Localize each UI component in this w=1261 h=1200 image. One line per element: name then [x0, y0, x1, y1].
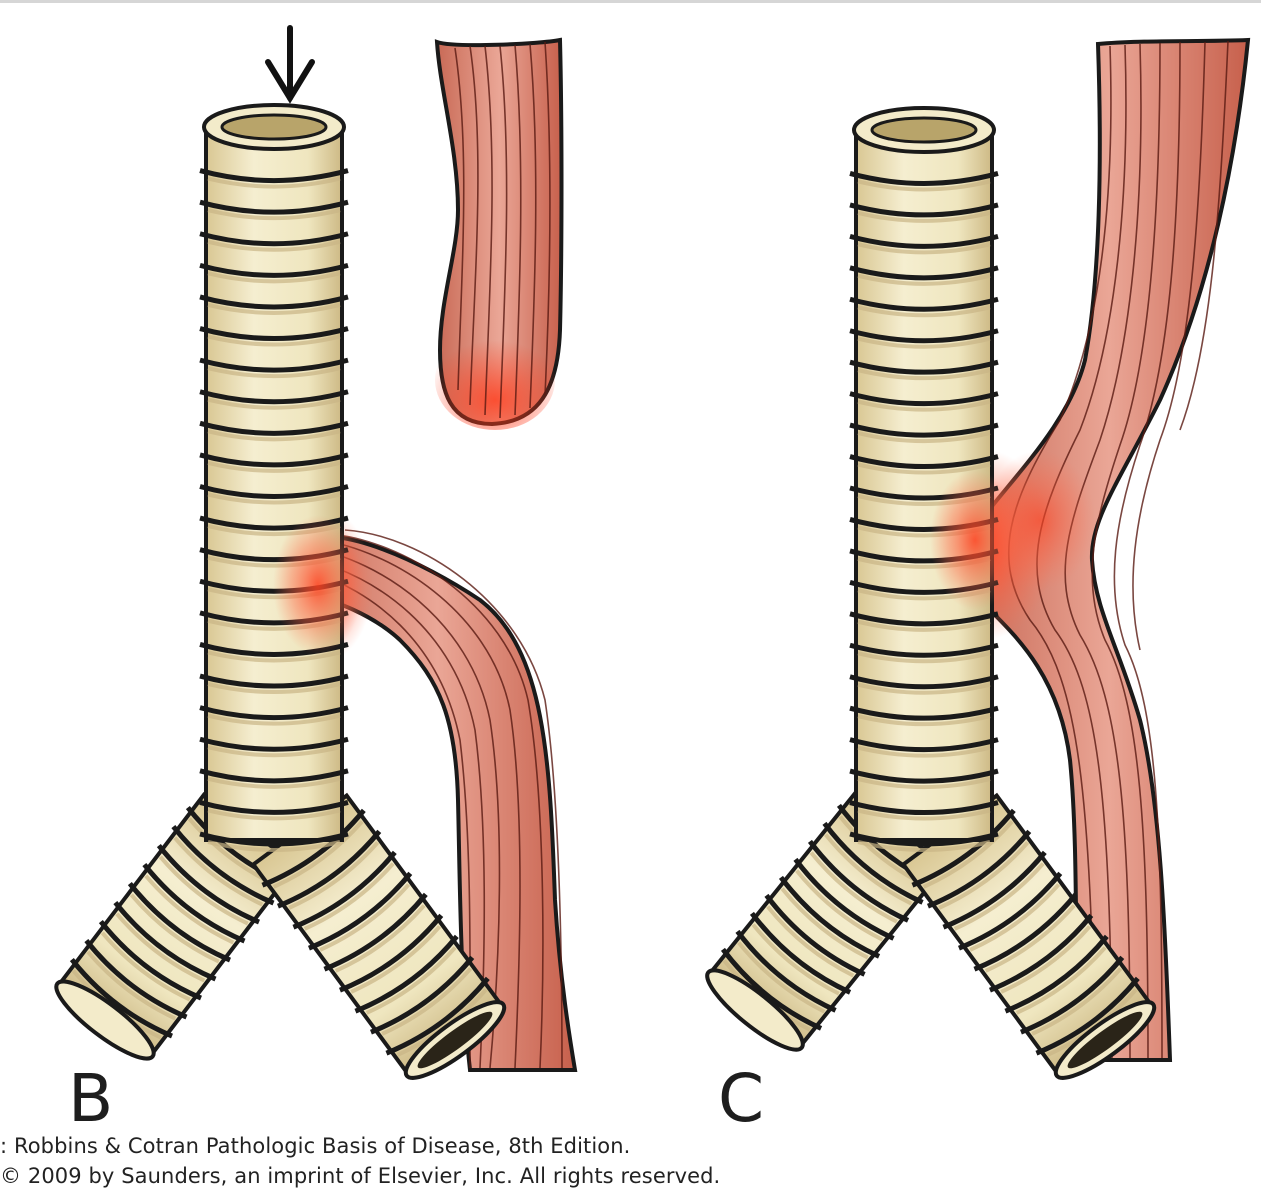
trachea-b-ring	[199, 452, 349, 468]
trachea-b-ring-shade	[207, 239, 341, 252]
trachea-b-ring	[199, 420, 349, 436]
trachea-b-ring-shade	[207, 650, 341, 663]
trachea-b-lumen	[220, 113, 328, 141]
trachea-c-ring-shade	[857, 399, 991, 412]
trachea-b-ring-shade	[207, 745, 341, 758]
trachea-b-ring-shade	[207, 776, 341, 789]
trachea-b-ring-shade	[207, 303, 341, 315]
trachea-c-ring-shade	[857, 682, 991, 695]
panel-label-c: C	[718, 1060, 765, 1137]
trachea-b-ring-shade	[207, 429, 341, 442]
trachea-b-ring-shade	[207, 713, 341, 726]
trachea-c-ring-shade	[857, 305, 991, 318]
trachea-c-ring-shade	[857, 619, 991, 632]
trachea-b-ring	[199, 705, 349, 721]
trachea-c-ring	[849, 233, 999, 249]
trachea-b-ring-shade	[207, 208, 341, 221]
upper-esophageal-pouch	[434, 37, 564, 430]
trachea-b-ring	[199, 294, 349, 310]
trachea-c-ring	[849, 800, 999, 815]
trachea-b-ring	[199, 231, 349, 247]
trachea-c-ring	[849, 705, 999, 721]
fistula-site-b	[273, 515, 363, 655]
trachea-c-ring	[849, 674, 999, 690]
trachea-c-ring-shade	[857, 745, 991, 758]
trachea-b-ring	[199, 389, 349, 405]
trachea-c-ring-shade	[857, 777, 991, 790]
trachea-c	[705, 106, 1157, 1080]
trachea-c-ring-shade	[857, 210, 991, 223]
trachea-c-ring	[849, 202, 999, 218]
trachea-b-ring	[199, 831, 349, 847]
credit-line-source: : Robbins & Cotran Pathologic Basis of D…	[0, 1134, 631, 1158]
trachea-c-ring	[849, 328, 999, 344]
tracheoesophageal-fistula-illustration	[54, 25, 1251, 1080]
trachea-b-ring	[199, 168, 349, 184]
trachea-b-ring-shade	[207, 271, 341, 284]
trachea-c-ring-shade	[857, 714, 991, 727]
trachea-b-ring-shade	[207, 682, 341, 695]
trachea-c-ring	[849, 831, 999, 847]
panel-label-b: B	[68, 1060, 114, 1137]
trachea-c-ring-shade	[857, 242, 991, 255]
trachea-c-ring	[849, 611, 999, 627]
fistula-site-c	[930, 470, 1020, 610]
trachea-c-ring	[849, 642, 999, 658]
trachea-b-ring	[199, 736, 349, 752]
trachea-b-ring-shade	[207, 840, 341, 852]
trachea-b	[54, 103, 507, 1080]
trachea-c-ring-shade	[857, 462, 991, 475]
trachea-c-ring	[849, 422, 999, 438]
trachea-c-ring-shade	[857, 368, 991, 381]
trachea-c-ring	[849, 359, 999, 375]
top-border	[0, 0, 1261, 3]
trachea-b-ring	[199, 199, 349, 215]
trachea-c-ring-shade	[857, 336, 991, 349]
trachea-b-ring	[199, 768, 349, 784]
trachea-c-ring	[849, 768, 999, 784]
trachea-c-ring	[849, 265, 999, 281]
trachea-c-ring-shade	[857, 651, 991, 664]
trachea-c-lumen	[870, 116, 978, 144]
trachea-c-ring	[849, 737, 999, 753]
trachea-c-ring	[849, 171, 999, 186]
trachea-b-ring	[199, 262, 349, 278]
trachea-b-ring-shade	[207, 176, 341, 189]
trachea-b-ring	[199, 357, 349, 373]
trachea-b-ring-shade	[207, 808, 341, 821]
trachea-b-ring	[199, 673, 349, 689]
trachea-c-ring	[849, 296, 999, 312]
trachea-c-ring-shade	[857, 431, 991, 444]
trachea-b-ring-shade	[207, 334, 341, 347]
trachea-b-ring	[199, 484, 349, 499]
left-bronchus-b	[54, 792, 299, 1061]
trachea-c-ring-shade	[857, 808, 991, 821]
trachea-b-ring	[199, 326, 349, 341]
trachea-b-ring-shade	[207, 460, 341, 473]
trachea-c-ring-shade	[857, 840, 991, 852]
trachea-b-ring-shade	[207, 397, 341, 410]
arrow-down-icon	[265, 25, 315, 104]
trachea-b-ring-shade	[207, 492, 341, 505]
trachea-b-ring-shade	[207, 366, 341, 379]
left-bronchus-c	[705, 790, 948, 1052]
trachea-c-ring-shade	[857, 179, 991, 192]
panel-b	[54, 25, 578, 1080]
right-bronchus-b	[250, 792, 507, 1080]
trachea-b-ring	[199, 799, 349, 815]
panel-c	[705, 37, 1251, 1080]
trachea-c-ring	[849, 454, 999, 469]
trachea-c-ring	[849, 391, 999, 407]
trachea-c-ring-shade	[857, 273, 991, 286]
credit-line-copyright: © 2009 by Saunders, an imprint of Elsevi…	[0, 1164, 721, 1188]
trachea-b-tube	[204, 123, 344, 842]
